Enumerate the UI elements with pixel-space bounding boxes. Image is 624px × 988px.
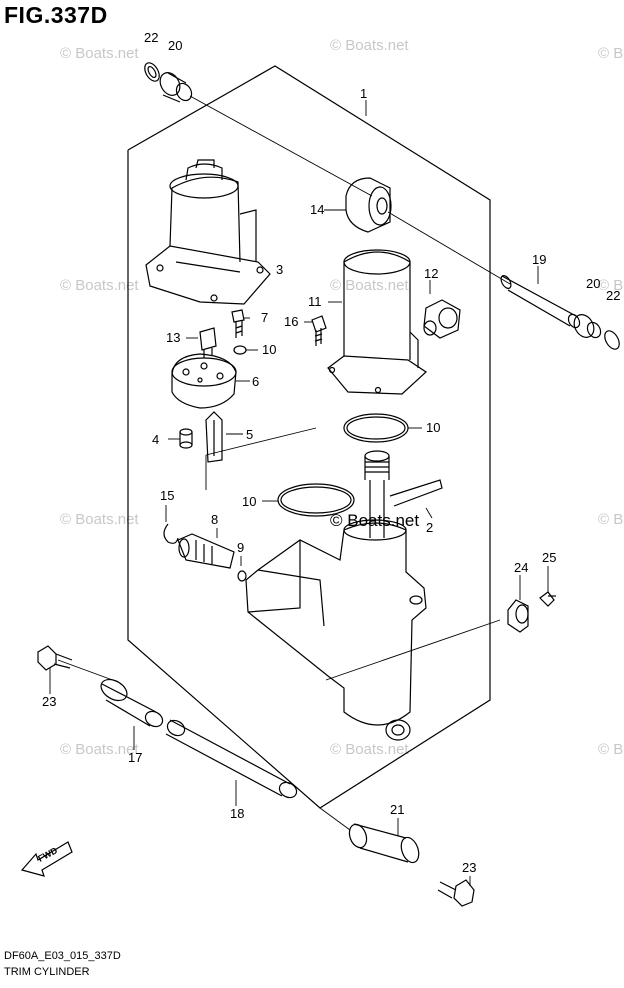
part-label: 20 xyxy=(168,38,182,53)
part-10-o-ring xyxy=(233,345,247,355)
part-label: 2 xyxy=(426,520,433,535)
assembly-outline xyxy=(127,65,491,809)
watermark: © Boats.net xyxy=(330,277,409,294)
part-label: 1 xyxy=(360,86,367,101)
part-24-bushing xyxy=(507,599,529,633)
watermark: © Boats.net xyxy=(60,277,139,294)
watermark: © Boats.net xyxy=(60,45,139,62)
part-label: 4 xyxy=(152,432,159,447)
part-label: 13 xyxy=(166,330,180,345)
part-18-tube xyxy=(165,719,298,799)
watermark: © Boats.net xyxy=(330,741,409,758)
part-label: 21 xyxy=(390,802,404,817)
part-20-bushing xyxy=(573,314,602,339)
part-13-valve xyxy=(199,327,217,358)
part-label: 8 xyxy=(211,512,218,527)
part-label: 18 xyxy=(230,806,244,821)
part-label: 22 xyxy=(144,30,158,45)
part-label: 23 xyxy=(462,860,476,875)
part-2-piston-rod xyxy=(364,450,443,538)
watermark: © Boats.net xyxy=(60,511,139,528)
part-label: 23 xyxy=(42,694,56,709)
part-17-sleeve xyxy=(100,678,164,728)
part-label: 15 xyxy=(160,488,174,503)
leader-lines xyxy=(49,95,549,886)
part-label: 24 xyxy=(514,560,528,575)
part-label: 7 xyxy=(261,310,268,325)
part-6-gear-pump xyxy=(171,353,237,409)
part-16-bolt xyxy=(311,315,327,346)
footer-code: DF60A_E03_015_337D xyxy=(4,950,121,962)
part-label: 10 xyxy=(242,494,256,509)
part-10-o-ring xyxy=(343,413,409,443)
part-25-bolt xyxy=(539,591,556,607)
footer-name: TRIM CYLINDER xyxy=(4,966,90,978)
part-label: 14 xyxy=(310,202,324,217)
part-12-plug xyxy=(423,299,461,339)
part-15-snap-ring xyxy=(163,523,179,544)
part-label: 25 xyxy=(542,550,556,565)
part-label: 19 xyxy=(532,252,546,267)
part-labels: 1 2 3 4 5 6 7 8 9 10 10 10 11 12 13 14 1… xyxy=(42,30,620,875)
part-label: 9 xyxy=(237,540,244,555)
part-label: 3 xyxy=(276,262,283,277)
watermark-group: © Boats.net © Boats.net © Boats.net © Bo… xyxy=(60,37,624,758)
watermark: © Boats.net xyxy=(330,511,419,530)
part-label: 17 xyxy=(128,750,142,765)
part-label: 16 xyxy=(284,314,298,329)
part-5-valve xyxy=(205,411,223,463)
part-7-bolt xyxy=(231,309,245,338)
part-4-check-valve xyxy=(179,428,193,449)
watermark: © Boats.net xyxy=(598,45,624,62)
figure-title: FIG.337D xyxy=(4,2,108,28)
watermark: © Boats.net xyxy=(598,741,624,758)
part-label: 20 xyxy=(586,276,600,291)
part-23-bolt xyxy=(437,879,475,907)
part-14-grommet xyxy=(345,177,392,233)
part-label: 6 xyxy=(252,374,259,389)
part-label: 5 xyxy=(246,427,253,442)
part-20-bushing xyxy=(159,72,193,103)
part-11-reservoir xyxy=(327,249,427,395)
watermark: © Boats.net xyxy=(330,37,409,54)
watermark: © Boats.net xyxy=(60,741,139,758)
part-19-pin xyxy=(500,275,581,329)
watermark: © Boats.net xyxy=(598,511,624,528)
part-label: 10 xyxy=(426,420,440,435)
part-21-bushing xyxy=(348,823,420,864)
part-3-motor xyxy=(145,159,271,305)
trim-cylinder-body xyxy=(245,519,427,741)
part-23-bolt xyxy=(37,645,73,671)
part-label: 10 xyxy=(262,342,276,357)
part-22-snap-ring xyxy=(604,330,620,350)
part-label: 22 xyxy=(606,288,620,303)
part-22-snap-ring xyxy=(144,62,160,82)
part-8-spool xyxy=(177,533,235,569)
part-9-o-ring xyxy=(237,570,247,582)
watermark: © Boats.net xyxy=(598,277,624,294)
part-10-o-ring xyxy=(277,483,355,517)
fwd-arrow-icon: FWD xyxy=(20,841,73,877)
part-label: 12 xyxy=(424,266,438,281)
part-label: 11 xyxy=(308,294,322,309)
